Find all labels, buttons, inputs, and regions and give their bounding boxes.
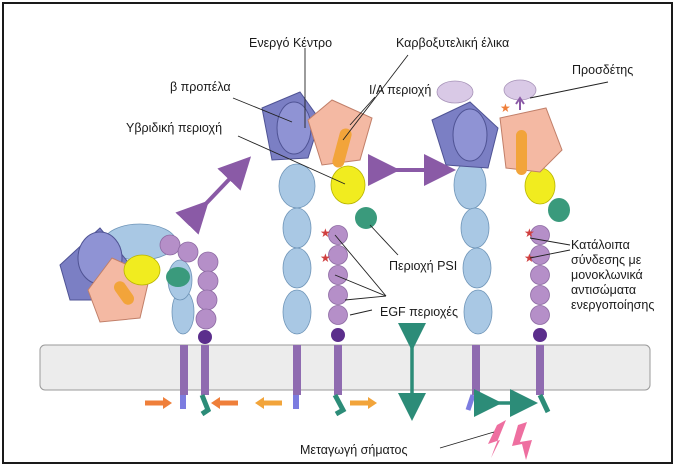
label-beta-propeller: β προπέλα [170,80,231,94]
label-activation-residues: Κατάλοιπα σύνδεσης με μονοκλωνικά αντισώ… [571,238,678,313]
label-psi-domain: Περιοχή PSI [389,259,457,273]
label-ia-domain: I/A περιοχή [369,83,431,97]
transition-arrow-left [198,168,240,212]
label-ligand: Προσδέτης [572,63,633,77]
svg-text:★: ★ [320,251,331,265]
label-signal-transduction: Μεταγωγή σήματος [300,443,408,457]
label-carboxy-helix: Καρβοξυτελική έλικα [396,36,509,50]
svg-text:★: ★ [320,226,331,240]
svg-text:★: ★ [524,251,535,265]
svg-text:★: ★ [500,101,511,115]
cell-membrane [40,345,650,390]
label-active-site: Ενεργό Κέντρο [249,36,332,50]
svg-text:★: ★ [524,226,535,240]
signal-arrows [488,420,532,460]
label-egf-domains: EGF περιοχές [380,305,458,319]
label-hybrid-domain: Υβριδική περιοχή [126,121,222,135]
